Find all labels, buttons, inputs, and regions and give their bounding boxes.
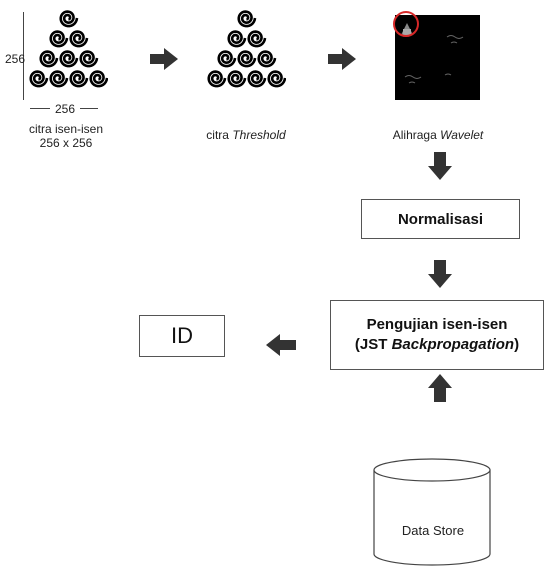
spiral-pattern-icon	[207, 10, 286, 88]
datastore-label: Data Store	[401, 523, 465, 538]
spiral-motif	[49, 70, 69, 88]
input-caption-line1: citra isen-isen	[28, 122, 104, 136]
input-pattern-image	[29, 10, 108, 88]
id-label: ID	[171, 323, 193, 348]
arrow-down-icon	[428, 152, 452, 180]
threshold-caption: citra Threshold	[206, 128, 286, 142]
spiral-motif	[79, 50, 99, 68]
spiral-motif	[29, 70, 49, 88]
spiral-motif	[267, 70, 286, 88]
spiral-motif	[237, 50, 257, 68]
normalisasi-label: Normalisasi	[397, 210, 484, 228]
spiral-motif	[69, 70, 89, 88]
spiral-motif	[39, 50, 59, 68]
spiral-motif	[227, 30, 247, 48]
dimension-bottom-label: 256	[50, 102, 80, 116]
pengujian-box: Pengujian isen-isen (JST Backpropagation…	[330, 300, 544, 370]
threshold-pattern-image	[207, 10, 286, 88]
normalisasi-box: Normalisasi	[361, 199, 520, 239]
dimension-side-line	[23, 12, 24, 100]
arrow-left-icon	[266, 334, 296, 356]
spiral-pattern-icon	[29, 10, 108, 88]
spiral-motif	[59, 10, 79, 28]
arrow-down-icon	[428, 260, 452, 288]
id-box: ID	[139, 315, 225, 357]
spiral-motif	[237, 10, 257, 28]
spiral-motif	[207, 70, 227, 88]
arrow-up-icon	[428, 374, 452, 402]
spiral-motif	[69, 30, 89, 48]
data-store-cylinder-icon	[373, 458, 491, 566]
wavelet-caption: Alihraga Wavelet	[392, 128, 484, 142]
spiral-motif	[227, 70, 247, 88]
spiral-motif	[257, 50, 277, 68]
input-caption-line2: 256 x 256	[39, 136, 93, 150]
dimension-side-label: 256	[4, 52, 26, 66]
spiral-motif	[89, 70, 108, 88]
spiral-motif	[217, 50, 237, 68]
arrow-right-icon	[150, 48, 178, 70]
spiral-motif	[49, 30, 69, 48]
spiral-motif	[247, 30, 267, 48]
spiral-motif	[59, 50, 79, 68]
highlight-circle	[393, 11, 419, 37]
arrow-right-icon	[328, 48, 356, 70]
spiral-motif	[247, 70, 267, 88]
pengujian-line2: (JST Backpropagation)	[354, 336, 520, 353]
pengujian-line1: Pengujian isen-isen	[366, 316, 508, 333]
